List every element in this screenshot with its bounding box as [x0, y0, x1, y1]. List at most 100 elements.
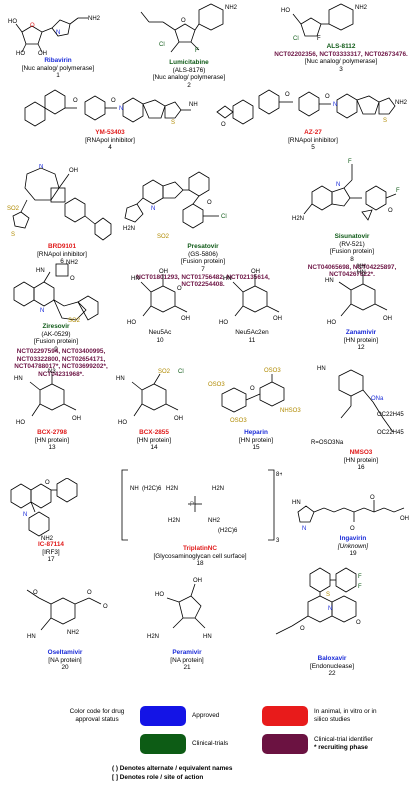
svg-text:R=OSO3Na: R=OSO3Na [311, 440, 344, 446]
compound-13: HN N3 HO OH BCX-2798 [HN protein] 13 [2, 368, 102, 452]
svg-text:O: O [250, 386, 255, 392]
compound-name: Peramivir [172, 649, 202, 656]
svg-text:F: F [358, 574, 362, 580]
svg-text:N: N [23, 512, 27, 518]
svg-text:8+: 8+ [276, 472, 282, 478]
compound-number: 12 [357, 344, 365, 352]
compound-number: 15 [252, 444, 260, 452]
legend-swatch-approved [140, 706, 186, 726]
compound-3: NH2 HO Cl F ALS-8112 NCT02202356, NCT033… [266, 2, 416, 74]
compound-18: NH (H2C)6 H2N H2N Pt H2N NH2 (H2C)6 8+ 3… [116, 468, 284, 568]
svg-text:NH2: NH2 [225, 5, 238, 11]
svg-text:O: O [388, 208, 393, 214]
svg-text:OSO3: OSO3 [230, 418, 247, 424]
svg-text:HO: HO [327, 320, 336, 326]
compound-21: OH HO H2N HN Peramivir [NA protein] 21 [126, 576, 248, 672]
compound-role: [NA protein] [170, 656, 204, 664]
svg-text:N: N [56, 30, 60, 36]
svg-text:HN: HN [292, 500, 301, 506]
svg-text:HN: HN [116, 376, 125, 382]
svg-text:N: N [336, 182, 340, 188]
structure-14: HN SO2 Cl HO OH [116, 369, 184, 426]
svg-text:NH2: NH2 [67, 630, 80, 636]
compound-role: [NA protein] [48, 656, 82, 664]
compound-role: [Fusion protein] [329, 248, 375, 256]
legend-label-recruiting: * recruiting phase [314, 744, 368, 751]
svg-text:SO2: SO2 [158, 369, 171, 375]
svg-text:F: F [396, 188, 400, 194]
note-brackets: [ ] Denotes role / site of action [112, 773, 204, 781]
svg-text:NH2: NH2 [66, 260, 79, 266]
compound-name: Oseltamivir [47, 649, 83, 656]
svg-text:HN: HN [14, 376, 23, 382]
svg-text:SO2: SO2 [157, 234, 170, 240]
compound-role: [Glycosaminoglycan cell surface] [153, 552, 247, 560]
compound-name: BCX-2798 [37, 429, 67, 436]
svg-text:SO2: SO2 [7, 206, 20, 212]
compound-alias: (GS-5806) [188, 250, 218, 258]
compound-name: BRD9101 [47, 243, 77, 250]
compound-number: 2 [187, 82, 191, 90]
structure-18: NH (H2C)6 H2N H2N Pt H2N NH2 (H2C)6 8+ 3 [121, 469, 282, 544]
svg-text:O: O [103, 604, 108, 610]
svg-text:H2N: H2N [166, 486, 178, 492]
svg-text:HN: HN [325, 278, 334, 284]
trial-identifiers: NCT04065698, NCT04225897, NCT04267822*. [307, 263, 397, 279]
structure-22: S F F O O N [275, 567, 362, 635]
compound-7: H2N N SO2 Cl O Presatovir (GS-5806) [Fus… [118, 164, 288, 289]
compound-name: BCX-2855 [139, 429, 169, 436]
compound-number: 11 [248, 336, 256, 344]
legend-swatch-animal [262, 706, 308, 726]
legend-swatch-clinical [140, 734, 186, 754]
compound-name: NMSO3 [349, 449, 373, 456]
legend-swatch-ident [262, 734, 308, 754]
compound-role: [HN protein] [136, 436, 172, 444]
structure-5: O O O N S NH2 [216, 89, 408, 128]
compound-2: NH2 Cl F O Lumicitabine (ALS-8176) [Nuc … [114, 2, 264, 90]
compound-number: 19 [349, 550, 357, 558]
svg-text:O: O [350, 526, 355, 532]
svg-text:(H2C)6: (H2C)6 [218, 528, 238, 534]
svg-text:HN: HN [317, 366, 326, 372]
svg-text:F: F [348, 159, 352, 165]
svg-text:O: O [87, 590, 92, 596]
compound-name: IC-87114 [38, 541, 64, 548]
svg-text:H2N: H2N [292, 216, 304, 222]
svg-text:NH2: NH2 [395, 100, 408, 106]
svg-text:Cl: Cl [293, 36, 299, 42]
svg-text:N: N [328, 606, 332, 612]
structure-9: HN NH2 O N SO2 [13, 260, 99, 322]
svg-text:HO: HO [8, 19, 17, 25]
svg-text:3: 3 [276, 538, 280, 544]
structure-7: H2N N SO2 Cl O [123, 171, 227, 240]
compound-number: 5 [311, 144, 315, 152]
svg-text:OC22H45: OC22H45 [377, 412, 404, 418]
svg-text:OH: OH [181, 316, 190, 322]
svg-text:O: O [177, 286, 182, 292]
compound-11: HN OH HO OH Neu5Ac2en 11 [206, 268, 298, 344]
structure-11: HN OH HO OH [219, 269, 282, 326]
svg-text:S: S [383, 118, 387, 124]
structure-17: O NH2 N [10, 478, 78, 540]
svg-text:F: F [317, 36, 321, 42]
compound-6: OH N SO2 S BRD9101 [RNApol inhibitor] 6 [4, 164, 120, 266]
compound-number: 20 [61, 664, 69, 672]
compound-role: [HN protein] [343, 336, 379, 344]
svg-text:H2N: H2N [123, 226, 135, 232]
compound-role: [RNApol inhibitor] [288, 136, 338, 144]
svg-text:S: S [171, 120, 175, 126]
compound-role: [Nuc analog/ polymerase] [304, 58, 378, 66]
svg-text:O: O [181, 18, 186, 24]
svg-text:O: O [30, 23, 35, 29]
structure-19: HN N O O OH [292, 495, 409, 532]
svg-text:NH: NH [189, 102, 198, 108]
compound-name: Presatovir [187, 243, 219, 250]
compound-role: [Endonuclease] [309, 662, 355, 670]
compound-number: 16 [357, 464, 365, 472]
compound-number: 6 [60, 258, 64, 266]
trial-identifiers: NCT01801293, NCT01756482, NCT02135614, N… [136, 273, 270, 289]
compound-14: HN SO2 Cl HO OH BCX-2855 [HN protein] 14 [102, 366, 206, 452]
structure-12: NH HN HN HO OH [325, 264, 392, 326]
svg-text:O: O [45, 480, 50, 486]
svg-text:H2N: H2N [168, 518, 180, 524]
